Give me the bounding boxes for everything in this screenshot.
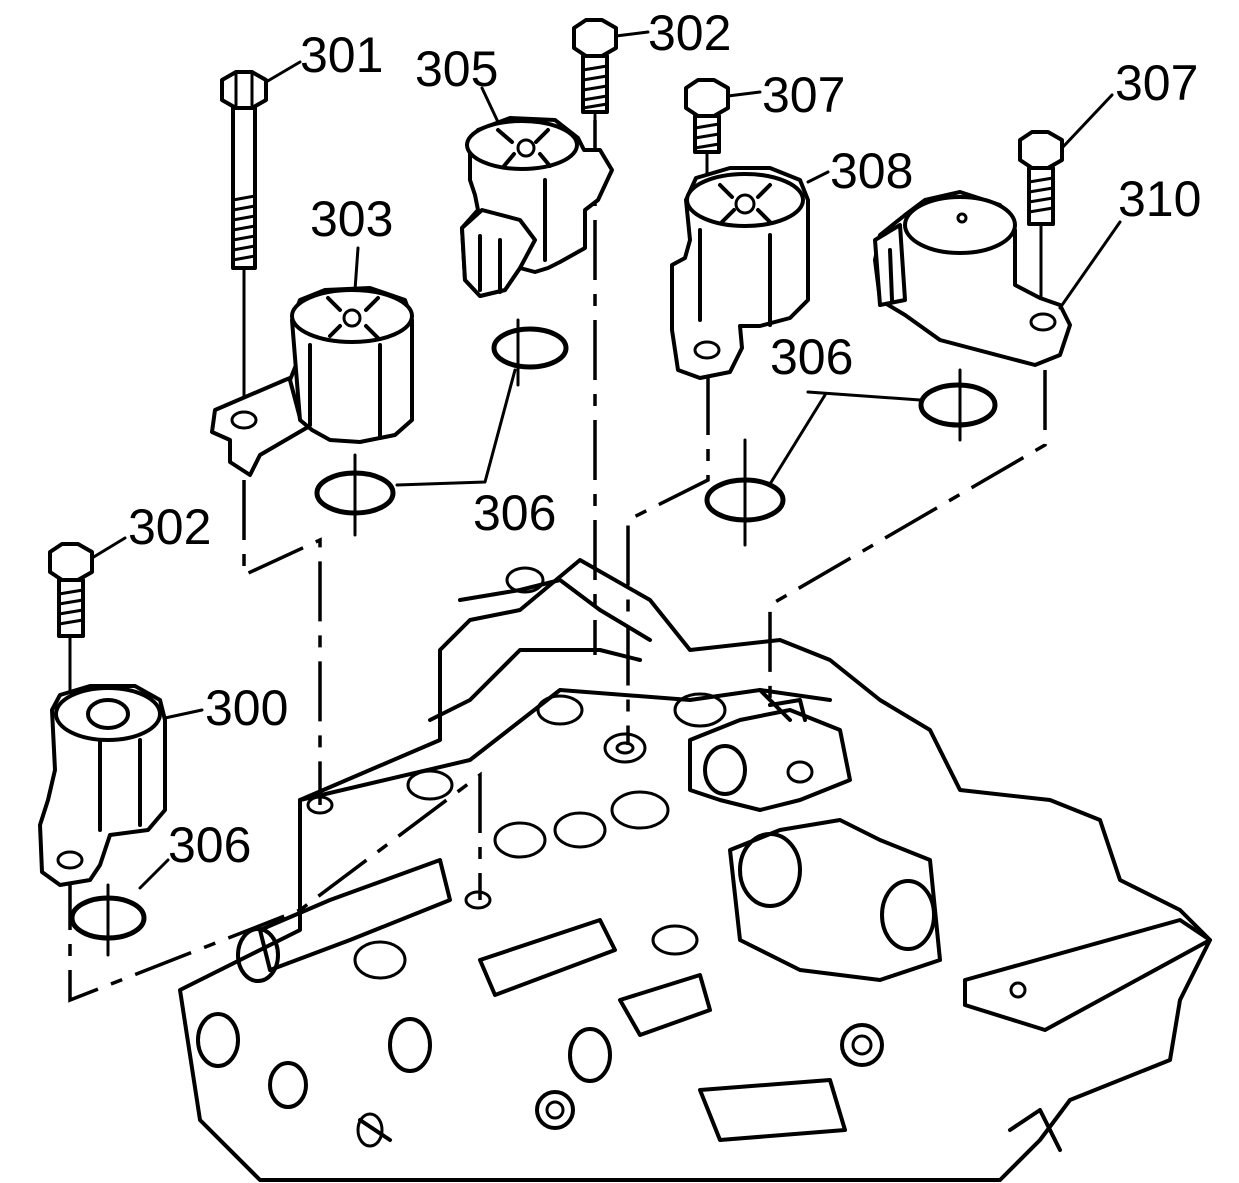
alignment-lines — [68, 113, 1047, 1003]
solenoid-300 — [38, 684, 167, 887]
callout-305: 305 — [415, 41, 498, 97]
callout-301: 301 — [300, 27, 383, 83]
solenoid-308 — [670, 166, 810, 380]
o-ring-306-c — [704, 477, 786, 523]
callout-310: 310 — [1118, 171, 1201, 227]
callout-306-right: 306 — [770, 329, 853, 385]
callout-306-mid: 306 — [473, 485, 556, 541]
callout-307-b: 307 — [1115, 55, 1198, 111]
o-rings — [69, 326, 998, 941]
bolt-302-top — [572, 18, 618, 114]
callout-306-bottom: 306 — [168, 817, 251, 873]
callout-303: 303 — [310, 191, 393, 247]
callout-302-left: 302 — [128, 499, 211, 555]
callout-300: 300 — [205, 680, 288, 736]
bolt-301 — [220, 70, 268, 422]
callout-307-a: 307 — [762, 67, 845, 123]
callout-302-top: 302 — [648, 5, 731, 61]
leader-lines — [90, 30, 1122, 890]
o-ring-306-e — [69, 895, 147, 941]
solenoid-303 — [210, 286, 414, 477]
callout-308: 308 — [830, 143, 913, 199]
o-ring-306-a — [314, 470, 396, 516]
solenoid-310 — [873, 190, 1072, 367]
o-ring-306-d — [918, 382, 998, 428]
callout-labels: 301 302 305 307 307 308 310 303 306 306 … — [128, 5, 1201, 873]
valve-body — [178, 558, 1212, 1182]
o-ring-306-b — [491, 326, 569, 370]
solenoid-305 — [460, 116, 614, 298]
